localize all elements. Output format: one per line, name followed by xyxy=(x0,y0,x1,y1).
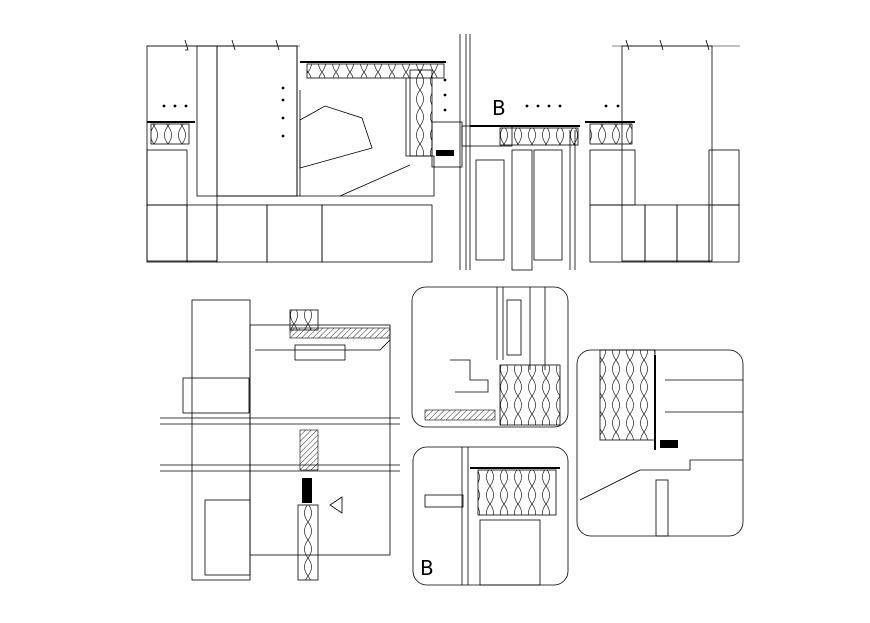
main-section: B xyxy=(146,34,740,271)
detail-top-right xyxy=(411,286,569,428)
section-mark-b-detail: B xyxy=(420,556,434,580)
detail-far-right xyxy=(576,349,744,537)
detail-bottom-right: B xyxy=(412,446,569,586)
section-mark-b: B xyxy=(492,96,506,120)
vertical-section xyxy=(160,299,400,581)
